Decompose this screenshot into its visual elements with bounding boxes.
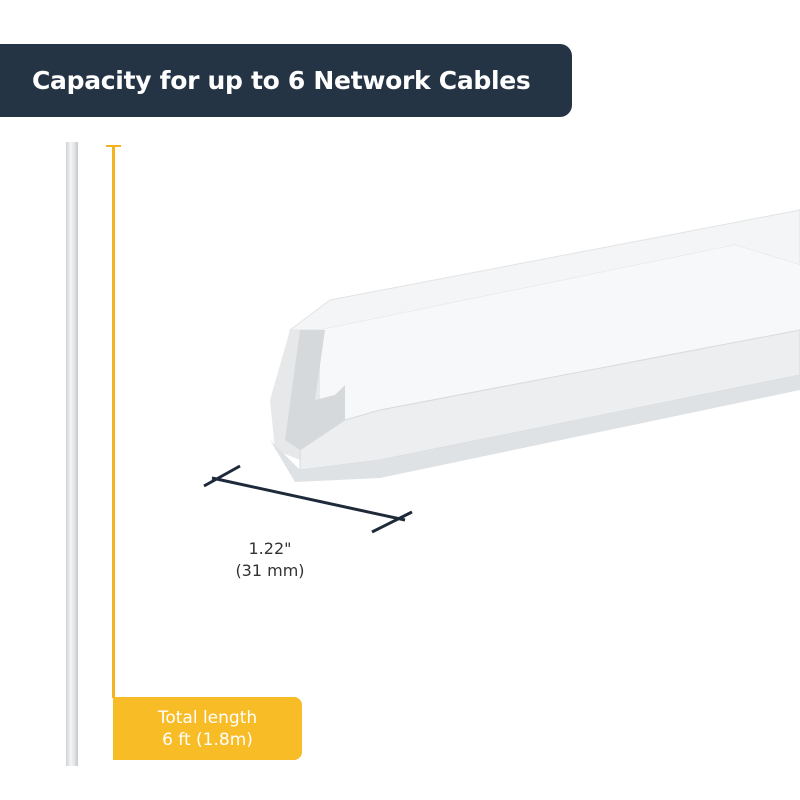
title-banner: Capacity for up to 6 Network Cables	[0, 44, 572, 117]
total-length-line2: 6 ft (1.8m)	[162, 729, 253, 750]
width-dimension-line	[203, 464, 413, 534]
width-mm: (31 mm)	[235, 561, 305, 580]
total-length-line1: Total length	[157, 707, 258, 728]
raceway-full-length-image	[66, 142, 78, 766]
title-text: Capacity for up to 6 Network Cables	[32, 66, 531, 95]
total-length-label: Total length 6 ft (1.8m)	[113, 697, 302, 760]
width-inches: 1.22"	[248, 539, 292, 558]
length-indicator-line	[112, 146, 115, 698]
width-dimension-label: 1.22" (31 mm)	[200, 538, 340, 582]
